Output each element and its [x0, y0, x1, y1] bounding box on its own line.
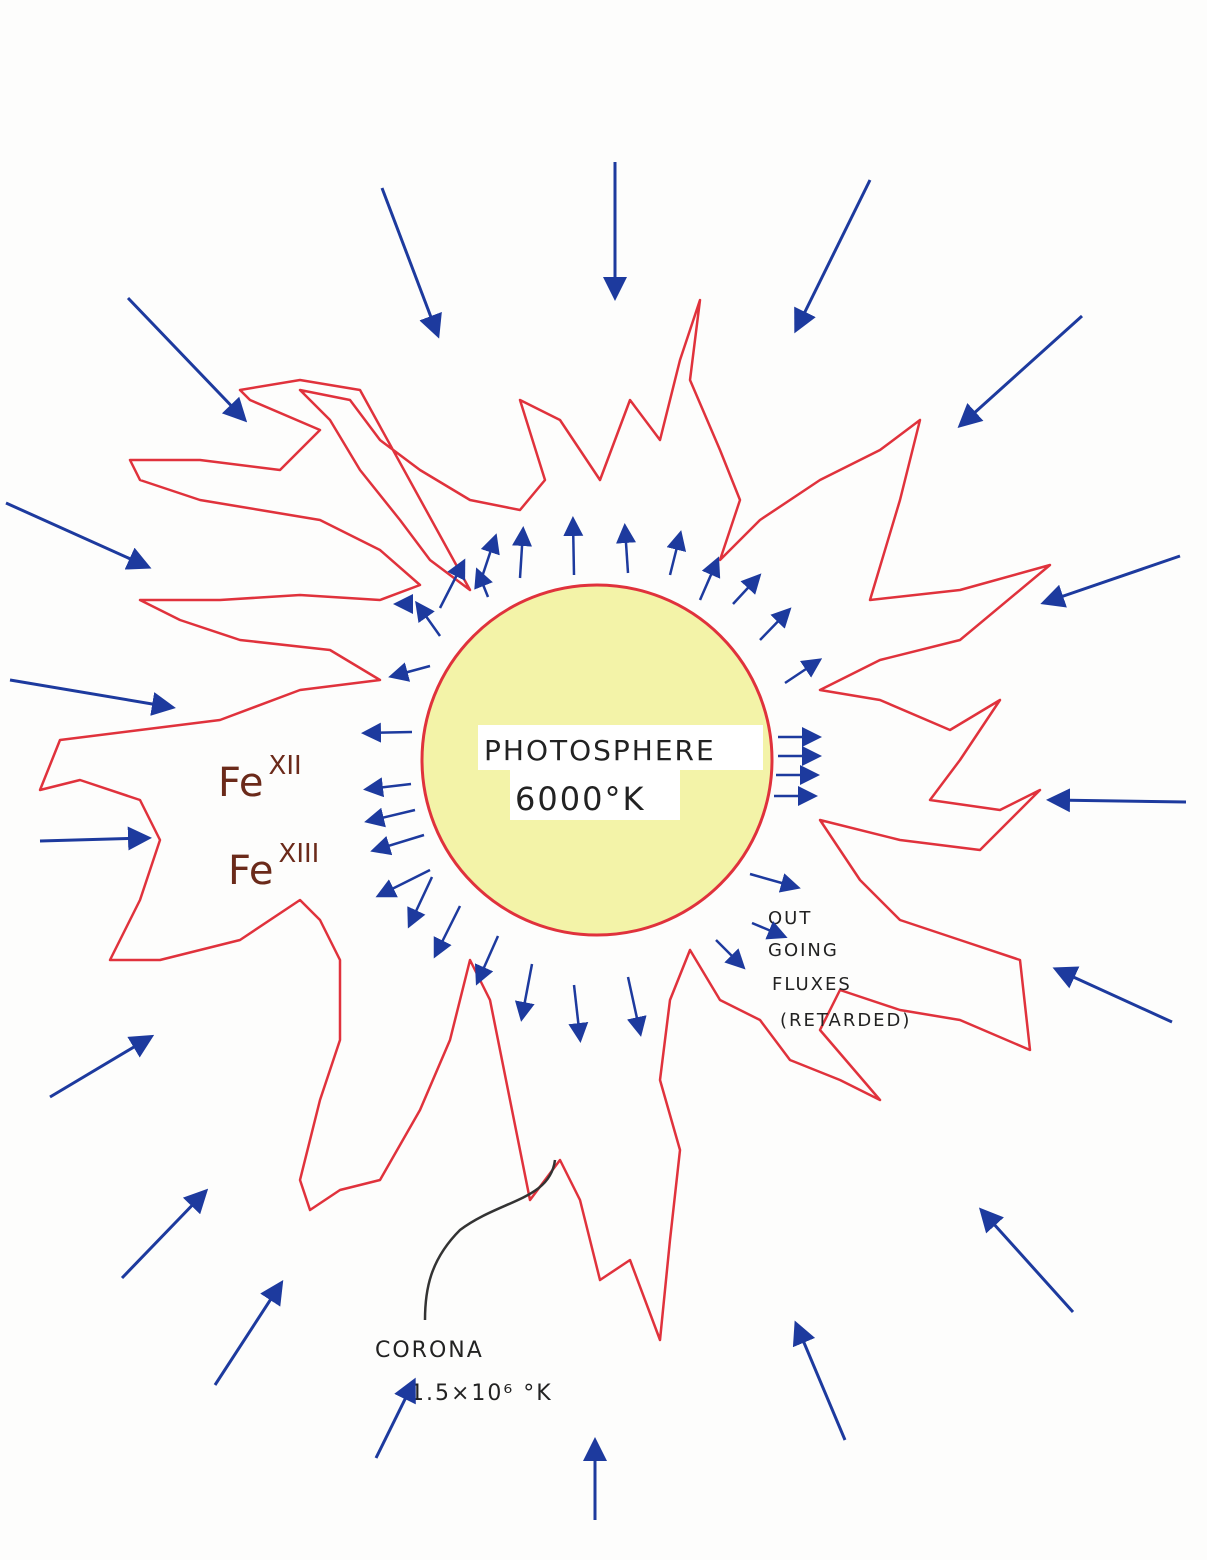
- incoming-flux-arrow: [382, 188, 437, 333]
- outgoing-flux-arrow: [733, 577, 758, 604]
- fe-xii-label: Fe XII: [218, 751, 302, 806]
- fe-xiii-superscript: XIII: [279, 839, 320, 869]
- incoming-flux-arrow: [128, 298, 243, 418]
- outgoing-flux-arrow: [380, 870, 430, 895]
- photosphere-label: PHOTOSPHERE: [484, 734, 716, 767]
- incoming-flux-arrow: [983, 1212, 1073, 1312]
- incoming-flux-arrow: [376, 1383, 413, 1458]
- fe-xii-superscript: XII: [269, 751, 302, 781]
- outgoing-flux-arrow: [574, 985, 580, 1038]
- fe-xiii-base: Fe: [228, 848, 273, 894]
- outgoing-flux-arrow: [410, 877, 432, 924]
- outgoing-flux-arrow: [716, 940, 742, 966]
- outgoing-line-4: (RETARDED): [780, 1010, 911, 1031]
- outgoing-flux-arrow: [522, 964, 532, 1017]
- corona-label: CORONA: [375, 1338, 484, 1363]
- incoming-flux-arrow: [1046, 556, 1180, 602]
- incoming-flux-arrow: [1058, 970, 1172, 1022]
- incoming-flux-arrow: [122, 1193, 204, 1278]
- outgoing-flux-arrow: [369, 810, 415, 821]
- incoming-flux-arrow: [797, 180, 870, 328]
- incoming-flux-arrow: [40, 838, 146, 841]
- outgoing-flux-arrow: [478, 936, 498, 981]
- outgoing-flux-arrow: [750, 874, 796, 887]
- outgoing-flux-arrow: [480, 538, 495, 583]
- corona-pointer-line: [425, 1160, 555, 1320]
- incoming-flux-arrow: [962, 316, 1082, 424]
- outgoing-flux-arrow: [760, 611, 788, 640]
- incoming-flux-arrow: [1052, 800, 1186, 802]
- photosphere-temperature: 6000°K: [515, 780, 645, 818]
- outgoing-flux-arrow: [573, 521, 574, 575]
- outgoing-flux-arrow: [366, 732, 412, 733]
- outgoing-flux-arrow: [785, 661, 818, 683]
- outgoing-flux-arrow: [393, 666, 430, 676]
- incoming-flux-arrow: [215, 1285, 280, 1385]
- outgoing-flux-arrow: [375, 835, 424, 850]
- outgoing-line-1: OUT: [768, 908, 812, 929]
- outgoing-flux-arrow: [418, 605, 440, 636]
- outgoing-flux-arrow: [625, 528, 628, 573]
- outgoing-flux-arrow: [628, 977, 640, 1032]
- incoming-flux-arrow: [50, 1038, 149, 1097]
- fe-xii-base: Fe: [218, 760, 263, 806]
- incoming-flux-arrow: [10, 680, 170, 707]
- fe-xiii-label: Fe XIII: [228, 839, 319, 894]
- outgoing-line-2: GOING: [768, 940, 839, 961]
- outgoing-flux-arrow: [436, 906, 460, 954]
- outgoing-flux-arrow: [520, 531, 523, 578]
- corona-temperature: 1.5×10⁶ °K: [410, 1381, 553, 1406]
- outgoing-flux-arrow: [670, 535, 680, 575]
- incoming-flux-arrow: [6, 503, 146, 566]
- outgoing-flux-arrow: [368, 784, 411, 789]
- incoming-flux-arrow: [797, 1326, 845, 1440]
- outgoing-flux-arrow: [700, 561, 717, 600]
- outgoing-line-3: FLUXES: [772, 974, 852, 995]
